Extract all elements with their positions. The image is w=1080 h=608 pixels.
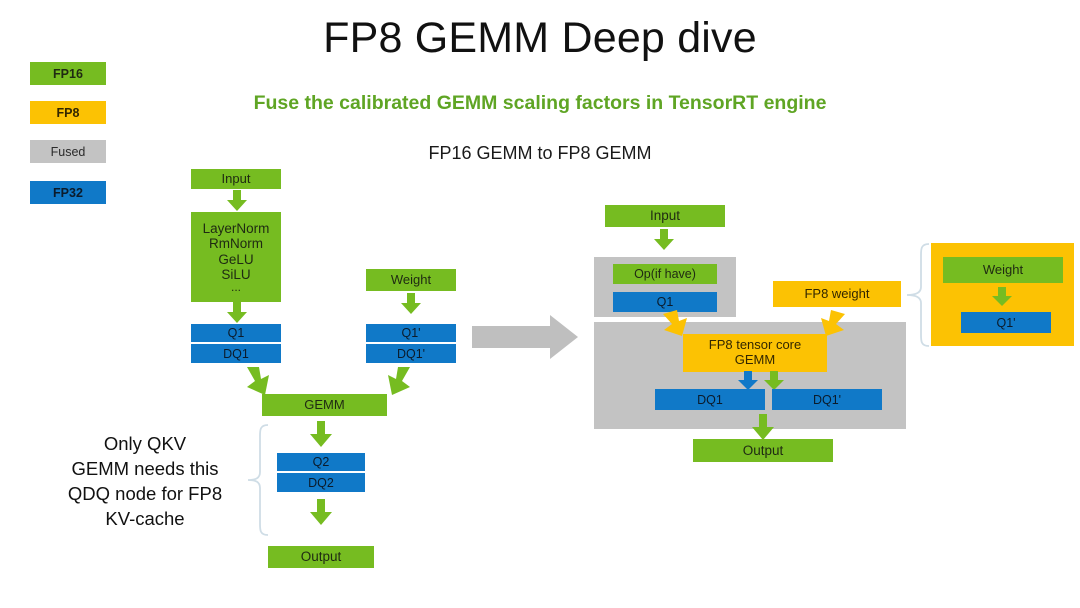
left-q1prime-box: Q1' bbox=[366, 324, 456, 343]
left-dq2-box: DQ2 bbox=[277, 473, 365, 492]
gemm-line-2: GEMM bbox=[734, 352, 776, 367]
left-dq1-box: DQ1 bbox=[191, 344, 281, 363]
right-dq1prime-label: DQ1' bbox=[812, 392, 842, 407]
left-q1-box: Q1 bbox=[191, 324, 281, 343]
weight-detail-weight-box: Weight bbox=[943, 257, 1063, 283]
left-weight-label: Weight bbox=[390, 271, 432, 287]
legend-item-fp32: FP32 bbox=[30, 181, 106, 204]
legend-label: Fused bbox=[50, 144, 86, 159]
page-subtitle: Fuse the calibrated GEMM scaling factors… bbox=[253, 92, 827, 114]
arrow-down-icon bbox=[310, 421, 332, 447]
right-output-box: Output bbox=[693, 439, 833, 462]
right-op-box: Op(if have) bbox=[613, 264, 717, 284]
arrow-down-right-icon bbox=[247, 367, 269, 395]
arrow-down-icon bbox=[401, 293, 421, 314]
legend-item-fp8: FP8 bbox=[30, 101, 106, 124]
weight-detail-q1prime-label: Q1' bbox=[996, 315, 1016, 330]
right-q1-box: Q1 bbox=[613, 292, 717, 312]
left-gemm-box: GEMM bbox=[262, 394, 387, 416]
left-dq1-label: DQ1 bbox=[223, 346, 249, 361]
left-q1-label: Q1 bbox=[227, 326, 245, 340]
arrow-down-icon bbox=[764, 371, 784, 390]
legend-label: FP8 bbox=[56, 105, 80, 120]
op-gelu: GeLU bbox=[218, 251, 254, 267]
left-q2-label: Q2 bbox=[312, 455, 330, 469]
right-dq1prime-box: DQ1' bbox=[772, 389, 882, 410]
left-dq1prime-label: DQ1' bbox=[396, 346, 426, 361]
right-q1-label: Q1 bbox=[656, 295, 674, 309]
fp8-tensor-core-gemm-box: FP8 tensor core GEMM bbox=[683, 334, 827, 372]
op-layernorm: LayerNorm bbox=[202, 221, 270, 237]
arrow-down-icon bbox=[738, 371, 758, 390]
weight-detail-bracket bbox=[906, 243, 930, 347]
left-q1prime-label: Q1' bbox=[401, 326, 421, 340]
arrow-fold-right-icon bbox=[821, 310, 845, 336]
qkv-line-1: Only QKV bbox=[103, 433, 187, 454]
arrow-down-icon bbox=[992, 287, 1012, 306]
qkv-annotation: Only QKV GEMM needs this QDQ node for FP… bbox=[40, 432, 250, 532]
fp8-weight-label: FP8 weight bbox=[804, 285, 870, 301]
arrow-fold-left-icon bbox=[663, 310, 687, 336]
left-dq2-label: DQ2 bbox=[308, 475, 334, 490]
left-q2-box: Q2 bbox=[277, 453, 365, 472]
left-ops-box: LayerNorm RmNorm GeLU SiLU ... bbox=[191, 212, 281, 302]
arrow-down-icon bbox=[654, 229, 674, 250]
left-output-box: Output bbox=[268, 546, 374, 568]
legend-label: FP32 bbox=[53, 185, 83, 200]
weight-detail-weight-label: Weight bbox=[982, 261, 1024, 277]
right-output-label: Output bbox=[742, 442, 784, 458]
arrow-down-icon bbox=[227, 302, 247, 323]
right-input-box: Input bbox=[605, 205, 725, 227]
qkv-line-2: GEMM needs this bbox=[71, 457, 219, 479]
legend-item-fp16: FP16 bbox=[30, 62, 106, 85]
left-output-label: Output bbox=[300, 549, 342, 565]
op-rmnorm: RmNorm bbox=[209, 236, 263, 252]
left-input-label: Input bbox=[221, 170, 251, 186]
page-caption: FP16 GEMM to FP8 GEMM bbox=[428, 143, 652, 163]
op-silu: SiLU bbox=[221, 266, 251, 282]
qkv-line-3: QDQ node for FP8 bbox=[67, 482, 223, 504]
legend-item-fused: Fused bbox=[30, 140, 106, 163]
arrow-down-icon bbox=[227, 190, 247, 211]
qkv-line-4: KV-cache bbox=[105, 507, 185, 529]
legend-label: FP16 bbox=[53, 66, 83, 81]
arrow-down-icon bbox=[310, 499, 332, 525]
left-input-box: Input bbox=[191, 169, 281, 189]
fp8-weight-box: FP8 weight bbox=[773, 281, 901, 307]
right-op-label: Op(if have) bbox=[634, 267, 696, 281]
left-gemm-label: GEMM bbox=[304, 396, 345, 412]
transition-right-arrow-icon bbox=[472, 315, 578, 359]
weight-detail-q1prime-box: Q1' bbox=[961, 312, 1051, 333]
right-dq1-box: DQ1 bbox=[655, 389, 765, 410]
right-input-label: Input bbox=[649, 208, 681, 224]
arrow-down-icon bbox=[752, 414, 774, 440]
annotation-bracket bbox=[247, 424, 269, 536]
left-weight-box: Weight bbox=[366, 269, 456, 291]
arrow-down-left-icon bbox=[388, 367, 410, 395]
page-title: FP8 GEMM Deep dive bbox=[323, 14, 757, 62]
op-ellipsis: ... bbox=[230, 279, 241, 294]
gemm-line-1: FP8 tensor core bbox=[708, 337, 802, 353]
left-dq1prime-box: DQ1' bbox=[366, 344, 456, 363]
right-dq1-label: DQ1 bbox=[697, 392, 723, 407]
